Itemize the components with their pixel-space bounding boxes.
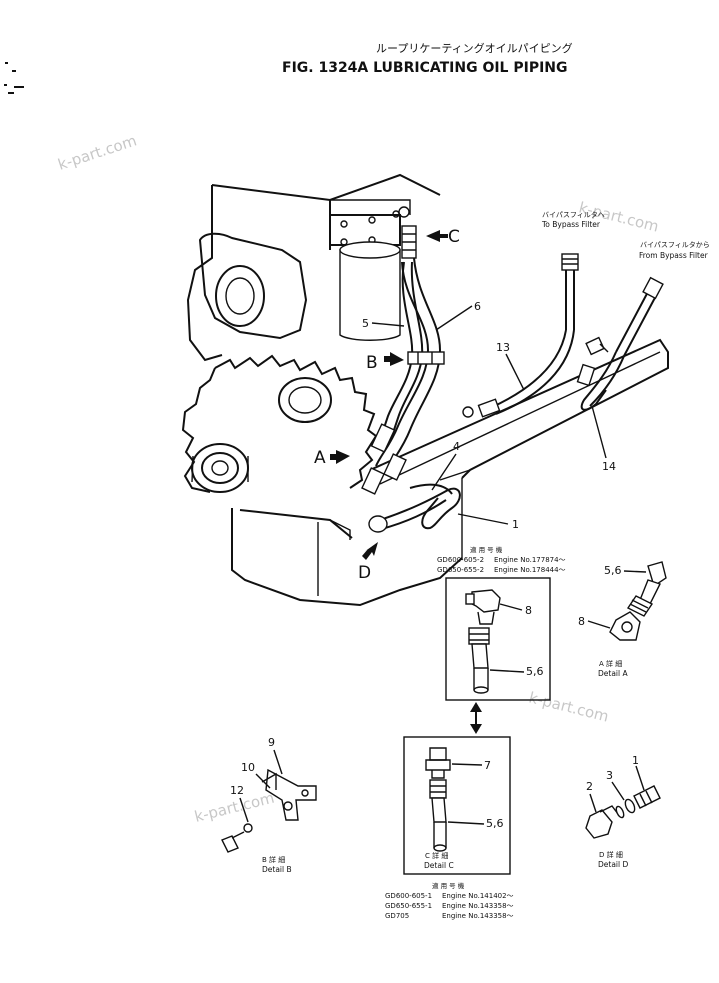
detail-b: 9 10 12 B 詳 細 Detail B [221,736,317,874]
svg-text:9: 9 [268,736,275,749]
svg-text:C 詳 細: C 詳 細 [425,851,448,860]
svg-text:1: 1 [632,754,639,767]
svg-text:B: B [366,353,378,373]
svg-text:5,6: 5,6 [526,665,544,678]
svg-text:10: 10 [241,761,255,774]
svg-text:GD600-605-2: GD600-605-2 [437,556,484,564]
svg-text:適 用 号 機: 適 用 号 機 [432,881,465,890]
svg-text:D: D [358,563,371,583]
bypass-hoses-drawing [462,253,664,418]
svg-text:バイパスフィルタへ: バイパスフィルタへ [542,210,605,219]
svg-text:Detail C: Detail C [424,861,454,870]
svg-text:5,6: 5,6 [486,817,504,830]
watermark: k-part.com [527,688,611,725]
bypass-labels: バイパスフィルタへ To Bypass Filter バイパスフィルタから Fr… [541,210,710,260]
svg-text:適 用 号 機: 適 用 号 機 [470,545,503,554]
svg-text:B 詳 細: B 詳 細 [262,855,285,864]
svg-text:7: 7 [484,759,491,772]
svg-text:バイパスフィルタから: バイパスフィルタから [640,240,710,249]
applicability-lower: 適 用 号 機 GD600-605-1 Engine No.141402～ GD… [385,881,514,920]
callouts-main: 5 6 13 14 4 1 [362,300,616,531]
detail-box-c: 7 5,6 C 詳 細 Detail C [403,736,511,875]
svg-text:5,6: 5,6 [604,564,622,577]
applicability-upper: 適 用 号 機 GD600-605-2 Engine No.177874～ GD… [437,545,566,574]
detail-a: 5,6 8 A 詳 細 Detail A [578,561,667,678]
svg-text:13: 13 [496,341,510,354]
svg-text:4: 4 [453,440,460,453]
view-arrow-b: B [366,352,404,373]
svg-text:5: 5 [362,317,369,330]
detail-d: 2 3 1 D 詳 細 Detail D [585,754,661,869]
svg-text:Detail D: Detail D [598,860,628,869]
svg-text:GD705: GD705 [385,912,409,920]
fig-title: FIG. 1324A LUBRICATING OIL PIPING [282,60,568,76]
piping-drawing [361,257,461,533]
svg-text:Engine No.178444～: Engine No.178444～ [494,566,566,574]
svg-text:2: 2 [586,780,593,793]
watermark: k-part.com [56,131,139,173]
scan-marks [4,62,24,94]
view-arrow-a: A [314,448,350,468]
jp-title: ループリケーティングオイルパイピング [376,41,573,55]
svg-text:Engine No.177874～: Engine No.177874～ [494,556,566,564]
svg-text:Detail B: Detail B [262,865,292,874]
svg-text:Engine No.143358～: Engine No.143358～ [442,912,514,920]
detail-box-upper: 8 5,6 [445,577,551,701]
svg-text:3: 3 [606,769,613,782]
interchange-arrow [470,702,482,734]
svg-text:GD650-655-2: GD650-655-2 [437,566,484,574]
svg-text:12: 12 [230,784,244,797]
svg-text:Engine No.143358～: Engine No.143358～ [442,902,514,910]
svg-text:Detail A: Detail A [598,669,628,678]
svg-text:GD650-655-1: GD650-655-1 [385,902,432,910]
svg-text:To Bypass Filter: To Bypass Filter [541,220,601,229]
svg-text:A: A [314,448,326,468]
svg-text:C: C [448,227,460,247]
svg-text:8: 8 [578,615,585,628]
svg-text:Engine No.141402～: Engine No.141402～ [442,892,514,900]
engine-block-drawing [181,173,669,607]
svg-text:From Bypass Filter: From Bypass Filter [639,251,709,260]
svg-text:A 詳 細: A 詳 細 [599,659,622,668]
svg-text:14: 14 [602,460,616,473]
view-arrow-d: D [358,542,378,583]
svg-text:GD600-605-1: GD600-605-1 [385,892,432,900]
svg-text:6: 6 [474,300,481,313]
svg-text:1: 1 [512,518,519,531]
svg-text:D 詳 細: D 詳 細 [599,850,623,859]
view-arrow-c: C [426,227,460,247]
svg-text:8: 8 [525,604,532,617]
